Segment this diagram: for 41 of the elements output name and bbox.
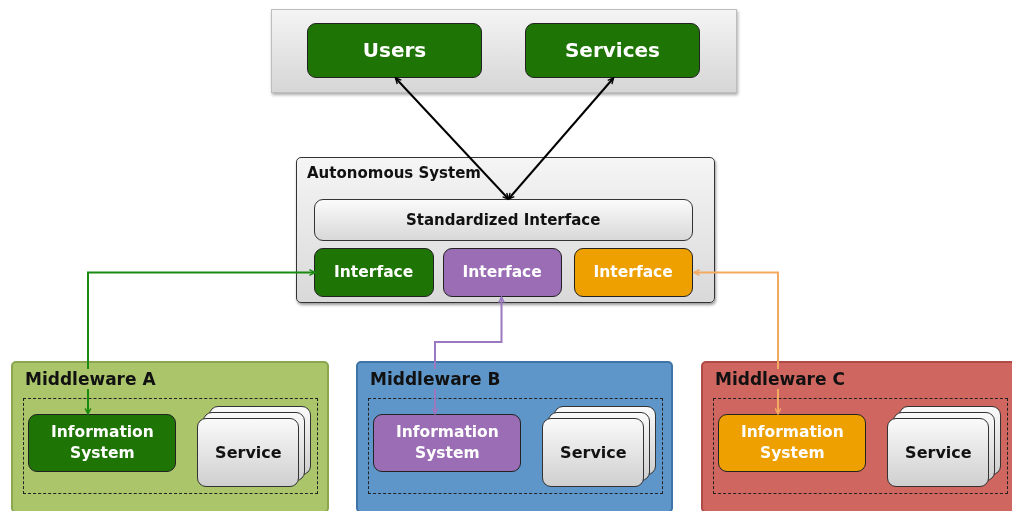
stacked-cards (197, 406, 312, 488)
process-box (307, 22, 482, 78)
box-label: Information System (739, 422, 845, 465)
middleware-container (11, 361, 329, 511)
dashed-group-box (271, 9, 737, 93)
box-label: Interface (593, 261, 673, 283)
container-heading: Middleware A (23, 369, 158, 389)
double-arrow (431, 296, 505, 415)
box-label: Information System (49, 422, 155, 465)
box-label: Users (362, 36, 427, 64)
container-heading: Middleware B (368, 369, 503, 389)
process-box (718, 414, 867, 473)
double-arrow (84, 269, 316, 415)
card-label: Service (560, 443, 627, 463)
dashed-group-box (22, 397, 318, 494)
card-label: Service (215, 443, 282, 463)
double-arrow (693, 269, 782, 415)
double-arrow (394, 77, 510, 200)
box-label: Standardized Interface (405, 209, 601, 230)
box-label: Interface (334, 261, 414, 283)
system-container (296, 157, 715, 303)
box-label: Interface (462, 261, 542, 283)
dashed-group-box (712, 397, 1008, 494)
process-box (313, 198, 693, 241)
stacked-cards (887, 406, 1002, 488)
process-box (573, 247, 693, 297)
stacked-cards (542, 406, 657, 488)
middleware-container (701, 361, 1012, 511)
dashed-group-box (367, 397, 663, 494)
container-heading: Middleware C (713, 369, 847, 389)
process-box (313, 247, 434, 297)
process-box (28, 414, 177, 473)
middleware-container (356, 361, 673, 511)
process-box (525, 22, 700, 78)
container-heading: Autonomous System (307, 164, 481, 182)
card-label: Service (905, 443, 972, 463)
double-arrow (507, 77, 615, 200)
box-label: Services (564, 36, 661, 64)
box-label: Information System (394, 422, 500, 465)
process-box (442, 247, 562, 297)
process-box (373, 414, 522, 473)
